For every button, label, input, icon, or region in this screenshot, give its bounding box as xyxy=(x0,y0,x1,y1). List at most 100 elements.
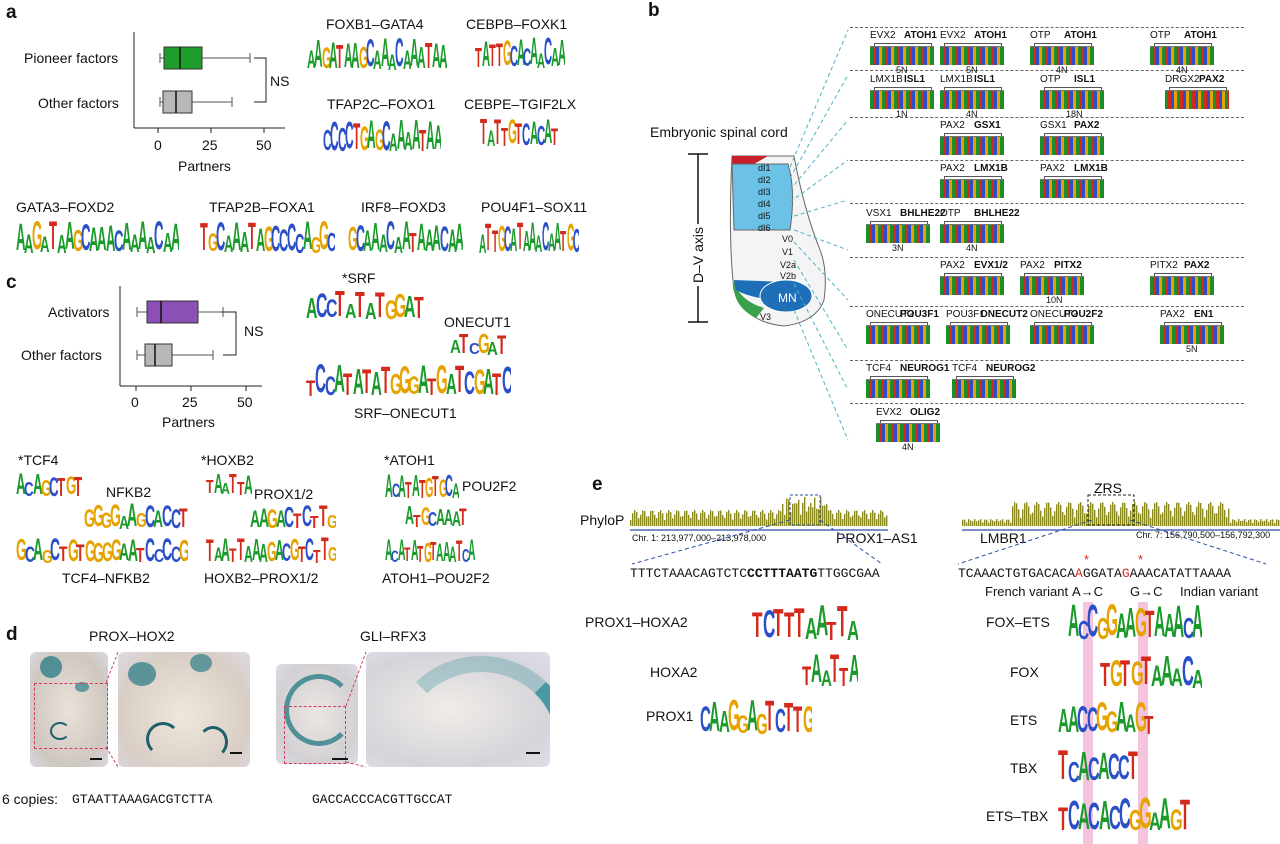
logo-letter: A xyxy=(487,337,499,358)
logo-letter: G xyxy=(267,503,278,532)
logo-letter: G xyxy=(65,473,76,500)
composite-motif-logo xyxy=(952,379,1016,398)
logo-letter: G xyxy=(1106,598,1119,644)
logo-letter: A xyxy=(447,222,457,257)
logo-letter: T xyxy=(306,375,316,400)
logo-letter: T xyxy=(374,287,385,323)
logo-letter: A xyxy=(535,230,543,257)
logo-letter: G xyxy=(497,218,506,257)
logo-letter: C xyxy=(573,224,579,257)
hoxb2-logo: TAATTA xyxy=(206,470,252,498)
logo-letter: A xyxy=(482,360,494,400)
logo-letter: G xyxy=(1139,792,1152,836)
spacer-label: 5N xyxy=(1186,344,1198,354)
logo-letter: T xyxy=(352,116,360,156)
composite-motif-logo xyxy=(1030,46,1094,65)
domain-V2b: V2b xyxy=(780,271,797,281)
logo-letter: A xyxy=(1115,696,1127,738)
composite-motif-logo xyxy=(1040,90,1104,109)
dv-axis-text: D–V axis xyxy=(690,223,706,286)
ns-label-c: NS xyxy=(244,323,264,339)
tf-label-bold: EN1 xyxy=(1194,309,1214,320)
logo-letter: T xyxy=(361,363,372,400)
tf-label-bold: ISL1 xyxy=(1074,74,1096,85)
zoom-connector-1 xyxy=(105,651,119,768)
nfkb2-label: NFKB2 xyxy=(106,484,152,500)
tf-label-bold: ATOH1 xyxy=(904,30,937,41)
srf-label: *SRF xyxy=(342,270,376,286)
atoh1-pou2f2-label: ATOH1–POU2F2 xyxy=(382,570,490,586)
logo-letter: G xyxy=(348,220,358,257)
tf-label: TCF4 xyxy=(952,363,977,374)
gene-lmbr1: LMBR1 xyxy=(980,530,1027,546)
logo-letter: A xyxy=(397,536,406,566)
logo-letter: T xyxy=(494,114,502,150)
tf-label-bold: ISL1 xyxy=(904,74,926,85)
logo-letter: A xyxy=(171,219,179,257)
logo-letter: T xyxy=(355,287,365,323)
prox1-logo: CAAGGAGTCTTG xyxy=(700,694,812,738)
logo-letter: A xyxy=(56,228,67,257)
hoxb2-prox12-logo: TAATTAAAGACGTCTTG xyxy=(206,534,336,566)
logo-letter: C xyxy=(1086,701,1098,738)
logo-letter: T xyxy=(480,114,487,150)
logo-letter: G xyxy=(207,230,218,257)
logo-letter: G xyxy=(101,537,113,566)
logo-letter: A xyxy=(411,470,420,502)
logo-letter: A xyxy=(410,34,419,74)
logo-letter: G xyxy=(1128,805,1142,836)
logo-letter: T xyxy=(418,123,427,156)
tick-0-c: 0 xyxy=(131,394,139,410)
logo-letter: A xyxy=(436,504,446,530)
panel-c-boxplot xyxy=(119,286,262,391)
logo-letter: G xyxy=(72,224,84,257)
logo-letter: C xyxy=(700,700,711,738)
logo-letter: A xyxy=(804,611,818,644)
logo-letter: T xyxy=(179,502,188,532)
logo-letter: A xyxy=(455,219,463,257)
logo-letter: T xyxy=(1140,650,1151,692)
logo-letter: T xyxy=(1100,656,1111,692)
spacer-label: 1N xyxy=(896,109,908,119)
logo-letter: T xyxy=(485,217,492,257)
logo-letter: A xyxy=(439,41,447,74)
logo-letter: A xyxy=(64,217,75,257)
composite-motif-logo xyxy=(940,179,1004,198)
logo-letter: C xyxy=(282,538,292,566)
logo-letter: A xyxy=(387,49,397,74)
motif-title-gata3-foxd2: GATA3–FOXD2 xyxy=(16,199,115,215)
fox-ets-label: FOX–ETS xyxy=(986,614,1050,630)
motif-logo-pou4f1-sox11: ATTGCATAAACAATGC xyxy=(479,217,579,257)
logo-letter: T xyxy=(73,470,82,500)
logo-letter: A xyxy=(127,534,138,566)
logo-letter: C xyxy=(50,534,61,566)
logo-letter: C xyxy=(144,534,155,566)
logo-letter: C xyxy=(330,114,339,156)
composite-motif-logo xyxy=(1020,276,1084,295)
tick-50-a: 50 xyxy=(256,137,272,153)
tf-label-bold: ATOH1 xyxy=(1184,30,1217,41)
logo-letter: C xyxy=(315,287,328,323)
logo-letter: C xyxy=(162,534,173,566)
hoxb2-prox12-label: HOXB2–PROX1/2 xyxy=(204,570,319,586)
logo-letter: A xyxy=(401,217,411,257)
gli-rfx3-title: GLI–RFX3 xyxy=(360,628,427,644)
logo-letter: C xyxy=(1118,792,1131,836)
row-divider xyxy=(850,203,1244,204)
indian-star: * xyxy=(1138,552,1144,567)
motif-title-irf8-foxd3: IRF8–FOXD3 xyxy=(361,199,446,215)
logo-letter: T xyxy=(429,538,437,566)
embryo-image-1 xyxy=(30,652,108,767)
tf-label: PITX2 xyxy=(1150,260,1178,271)
composite-motif-logo xyxy=(946,325,1010,344)
logo-letter: G xyxy=(389,369,402,400)
logo-letter: A xyxy=(543,114,552,150)
srf-onecut1-logo: TCCATATATGGGATGATCGATC xyxy=(306,360,511,400)
zoom-box-1 xyxy=(34,683,108,749)
logo-letter: T xyxy=(57,471,66,500)
coord-left: Chr. 1: 213,977,000–213,978,000 xyxy=(632,533,767,543)
logo-letter: A xyxy=(329,34,338,74)
logo-letter: C xyxy=(271,218,281,257)
